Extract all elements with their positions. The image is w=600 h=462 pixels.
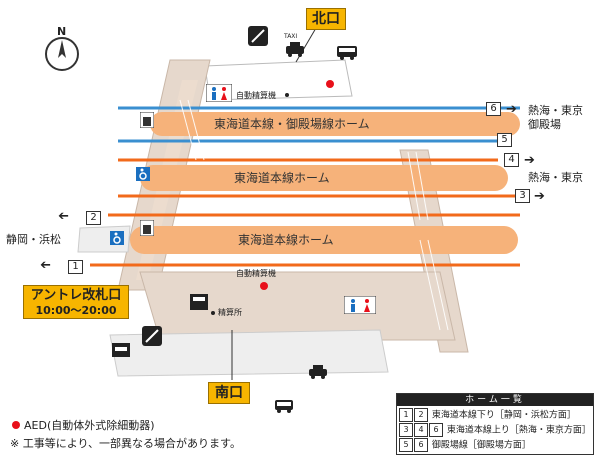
- destination-atami-tokyo-top: 熱海・東京 御殿場: [528, 104, 583, 131]
- no-smoking-icon: [248, 26, 268, 46]
- ticket-icon: [112, 342, 130, 357]
- compass-letter: N: [57, 25, 67, 38]
- elevator-icon: [139, 219, 155, 237]
- coin-locker-icon: [190, 294, 208, 310]
- north-exit-label: 北口: [306, 8, 346, 30]
- restroom-icon: [343, 295, 377, 315]
- arrow-left-icon: ➔: [40, 258, 51, 273]
- south-exit-plaza: [109, 329, 389, 377]
- track-number-4: 4: [504, 153, 519, 167]
- antre-exit-name: アントレ改札口: [30, 288, 122, 303]
- track-number-2: 2: [86, 211, 101, 225]
- antre-exit-hours: 10:00〜20:00: [35, 304, 117, 317]
- construction-note: ※ 工事等により、一部異なる場合があります。: [10, 437, 241, 450]
- tracks: [90, 106, 520, 267]
- platform-shape-mid: [140, 165, 508, 191]
- track-number-1: 1: [68, 260, 83, 274]
- ticket-machine-south-label: 自動精算機: [236, 269, 276, 278]
- arrow-right-icon: ➔: [534, 189, 545, 204]
- track-number-6: 6: [486, 102, 501, 116]
- arrow-left-icon: ➔: [58, 209, 69, 224]
- bus-icon: [336, 44, 358, 60]
- south-exit-label: 南口: [208, 382, 250, 404]
- track-number-5: 5: [497, 133, 512, 147]
- elevator-icon: [139, 111, 155, 129]
- ticket-machine-north-label: 自動精算機: [236, 91, 276, 100]
- taxi-icon: TAXI: [284, 34, 306, 60]
- track-number-3: 3: [515, 189, 530, 203]
- wheelchair-icon: [110, 230, 124, 245]
- aed-note: AED(自動体外式除細動器): [24, 419, 155, 432]
- platform-label-1: 東海道本線・御殿場線ホーム: [214, 117, 370, 131]
- platform-shape-bottom: [130, 226, 518, 254]
- arrow-right-icon: ➔: [524, 153, 535, 168]
- bus-icon: [274, 398, 294, 414]
- compass-icon: N: [40, 25, 84, 72]
- aed-marker-south: [260, 282, 268, 290]
- destination-shizuoka-hamamatsu: 静岡・浜松: [6, 233, 61, 246]
- aed-marker-north: [326, 80, 334, 88]
- antre-exit-label: アントレ改札口 10:00〜20:00: [23, 285, 129, 319]
- destination-atami-tokyo-mid: 熱海・東京: [528, 171, 583, 184]
- platform-label-3: 東海道本線ホーム: [238, 233, 334, 247]
- fare-office-label: 精算所: [218, 308, 242, 317]
- arrow-right-icon: ➔: [506, 102, 517, 117]
- platform-list-title: ホーム一覧: [397, 394, 593, 406]
- platform-shape-top: [150, 112, 520, 136]
- taxi-icon: [308, 362, 328, 380]
- wheelchair-icon: [136, 166, 150, 181]
- restroom-icon: [205, 83, 233, 103]
- aed-legend-dot: [12, 421, 20, 429]
- platform-label-2: 東海道本線ホーム: [234, 171, 330, 185]
- no-smoking-icon: [142, 326, 162, 346]
- south-concourse: [139, 271, 456, 341]
